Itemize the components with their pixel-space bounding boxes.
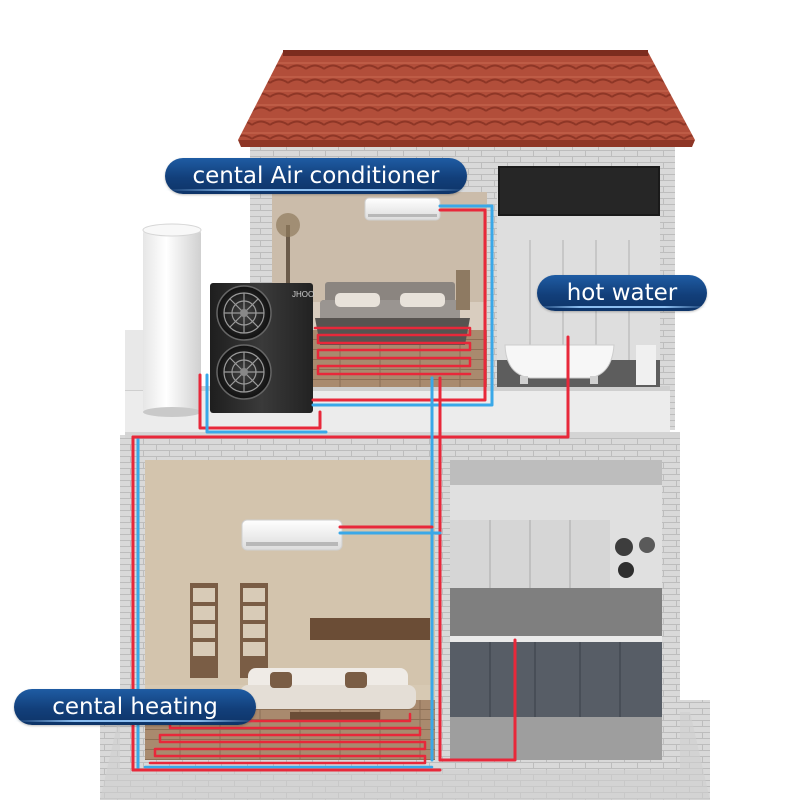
kitchen — [450, 460, 662, 760]
roof — [238, 50, 695, 147]
central-air-conditioner-label: cental Air conditioner — [165, 158, 467, 194]
air-conditioner-icon — [242, 520, 342, 550]
sofa-icon — [240, 668, 416, 709]
bathtub-icon — [505, 345, 614, 384]
heat-pump-icon: JHOO — [210, 283, 314, 413]
central-heating-label: cental heating — [14, 689, 256, 725]
heat-pump-brand: JHOO — [292, 290, 314, 299]
air-conditioner-icon — [365, 198, 440, 220]
bed-icon — [315, 293, 470, 345]
hot-water-label: hot water — [537, 275, 707, 311]
water-tank-icon — [143, 224, 201, 417]
